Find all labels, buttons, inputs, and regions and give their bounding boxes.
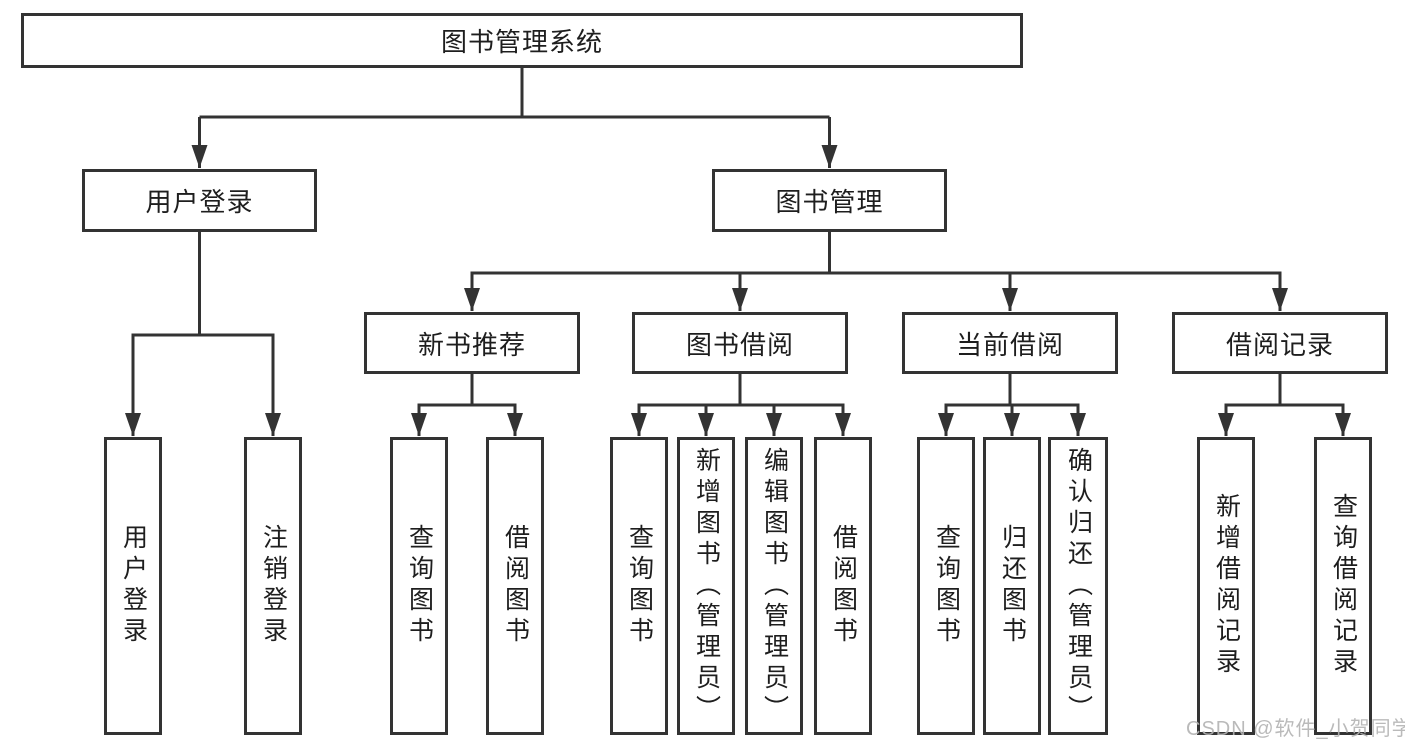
node-new-book-rec: 新书推荐 <box>364 312 580 374</box>
leaf-borrow-query-books-label: 查询图书 <box>625 524 654 648</box>
node-current-borrow: 当前借阅 <box>902 312 1118 374</box>
leaf-borrow-borrow-books: 借阅图书 <box>814 437 872 735</box>
leaf-user-login-label: 用户登录 <box>119 524 148 648</box>
node-root: 图书管理系统 <box>21 13 1023 68</box>
leaf-borrow-edit-books-label: 编辑图书（管理员） <box>760 446 789 726</box>
leaf-current-return-books-label: 归还图书 <box>998 524 1027 648</box>
connector-book-mgmt-to-level3 <box>464 232 1288 311</box>
node-book-borrow: 图书借阅 <box>632 312 848 374</box>
connector-current-borrow-to-leaves <box>938 374 1086 436</box>
node-new-book-rec-label: 新书推荐 <box>417 329 526 360</box>
node-user-login-label: 用户登录 <box>145 187 254 217</box>
leaf-borrow-query-books: 查询图书 <box>610 437 668 735</box>
leaf-borrow-add-books: 新增图书（管理员） <box>677 437 735 735</box>
node-book-borrow-label: 图书借阅 <box>685 329 794 360</box>
leaf-records-add-record-label: 新增借阅记录 <box>1212 493 1241 679</box>
leaf-newrec-borrow-books: 借阅图书 <box>486 437 544 735</box>
csdn-watermark: CSDN @软件_小贺同学 <box>1186 718 1405 740</box>
node-borrow-records-label: 借阅记录 <box>1225 329 1334 360</box>
leaf-records-query-record: 查询借阅记录 <box>1314 437 1372 735</box>
connector-root-to-level2 <box>191 66 838 168</box>
node-current-borrow-label: 当前借阅 <box>955 329 1064 360</box>
leaf-current-confirm-return: 确认归还（管理员） <box>1048 437 1108 735</box>
leaf-newrec-borrow-books-label: 借阅图书 <box>501 524 530 648</box>
node-book-mgmt: 图书管理 <box>712 169 947 232</box>
leaf-records-add-record: 新增借阅记录 <box>1197 437 1255 735</box>
node-borrow-records: 借阅记录 <box>1172 312 1388 374</box>
node-book-mgmt-label: 图书管理 <box>775 187 884 217</box>
leaf-current-confirm-return-label: 确认归还（管理员） <box>1064 446 1093 726</box>
connector-user-login-to-leaves <box>125 232 281 436</box>
leaf-newrec-query-books: 查询图书 <box>390 437 448 735</box>
leaf-newrec-query-books-label: 查询图书 <box>405 524 434 648</box>
leaf-borrow-add-books-label: 新增图书（管理员） <box>692 446 721 726</box>
leaf-records-query-record-label: 查询借阅记录 <box>1329 493 1358 679</box>
node-user-login: 用户登录 <box>82 169 317 232</box>
leaf-borrow-edit-books: 编辑图书（管理员） <box>745 437 803 735</box>
node-root-label: 图书管理系统 <box>440 27 603 57</box>
leaf-logout-label: 注销登录 <box>259 524 288 648</box>
leaf-user-login: 用户登录 <box>104 437 162 735</box>
leaf-current-return-books: 归还图书 <box>983 437 1041 735</box>
leaf-logout: 注销登录 <box>244 437 302 735</box>
leaf-current-query-books: 查询图书 <box>917 437 975 735</box>
connector-borrow-records-to-leaves <box>1218 374 1351 436</box>
connector-new-book-rec-to-leaves <box>411 374 523 436</box>
leaf-borrow-borrow-books-label: 借阅图书 <box>829 524 858 648</box>
leaf-current-query-books-label: 查询图书 <box>932 524 961 648</box>
connector-book-borrow-to-leaves <box>631 374 851 436</box>
